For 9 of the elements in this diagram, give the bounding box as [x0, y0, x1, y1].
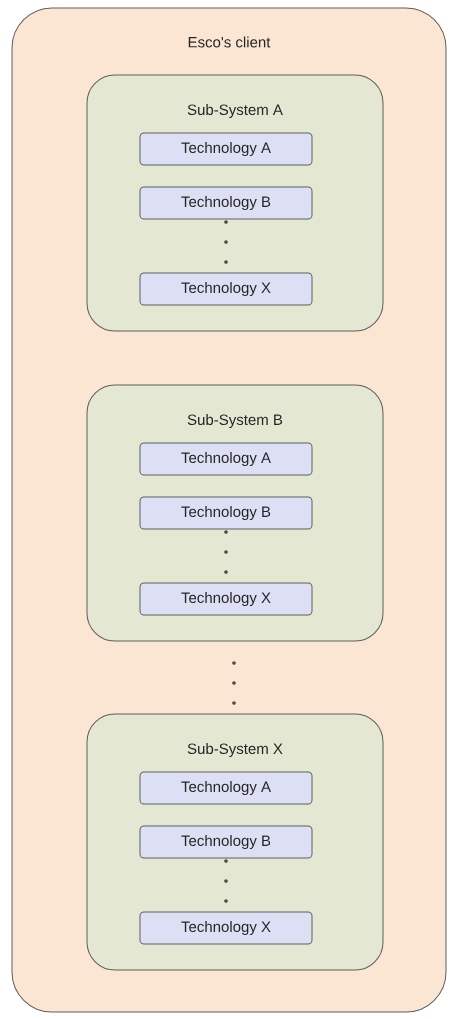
- technology-box: Technology X: [139, 272, 313, 306]
- technology-box: Technology X: [139, 582, 313, 616]
- technology-box: Technology B: [139, 496, 313, 530]
- technology-box: Technology B: [139, 825, 313, 859]
- technology-box: Technology A: [139, 771, 313, 805]
- technology-box: Technology B: [139, 186, 313, 220]
- technology-box: Technology A: [139, 442, 313, 476]
- technology-box: Technology A: [139, 132, 313, 166]
- technology-box: Technology X: [139, 911, 313, 945]
